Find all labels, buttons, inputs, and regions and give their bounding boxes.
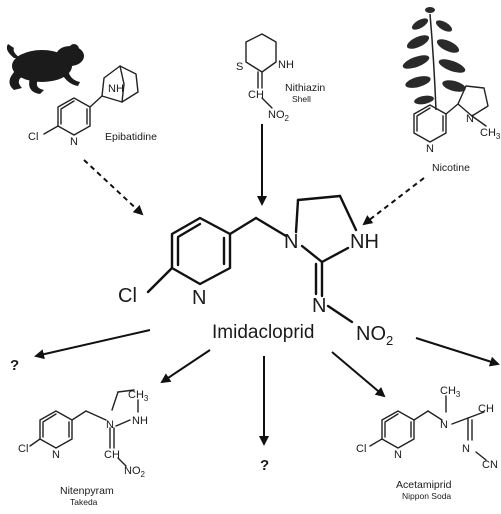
arrow-to-acetamiprid: [331, 351, 386, 398]
acetamiprid-cl-label: Cl: [356, 443, 366, 455]
imidacloprid-structure: [146, 194, 358, 324]
nicotine-npy-label: N: [426, 143, 434, 155]
acetamiprid-name: Acetamiprid: [396, 479, 452, 491]
arrow-to-left-unknown: [34, 329, 151, 360]
imidacloprid-imine-n-label: N: [312, 295, 326, 317]
imidacloprid-cl-label: Cl: [118, 285, 137, 307]
imidacloprid-n1-label: N: [284, 231, 298, 253]
left-unknown-label: ?: [10, 357, 19, 374]
tobacco-plant-icon: [402, 7, 466, 111]
nicotine-structure: [413, 85, 489, 143]
epibatidine-cl-label: Cl: [28, 131, 38, 143]
nicotine-name: Nicotine: [432, 162, 470, 174]
nithiazin-no2-label: NO2: [268, 109, 290, 123]
imidacloprid-no2-label: NO2: [356, 323, 393, 348]
epibatidine-n-label: N: [70, 136, 78, 148]
acetamiprid-company: Nippon Soda: [402, 491, 451, 501]
acetamiprid-n-label: N: [440, 419, 448, 431]
arrow-to-nitenpyram: [160, 349, 211, 384]
imidacloprid-nh-label: NH: [350, 231, 379, 253]
nitenpyram-n-label: N: [106, 419, 114, 431]
acetamiprid-structure: [369, 395, 487, 461]
nitenpyram-npy-label: N: [52, 449, 60, 461]
acetamiprid-npy-label: N: [394, 449, 402, 461]
arrow-to-right-offpage: [415, 337, 500, 367]
nitenpyram-no2-label: NO2: [124, 465, 146, 479]
imidacloprid-npy-label: N: [192, 287, 206, 309]
acetamiprid-cn-label: CN: [482, 459, 498, 471]
acetamiprid-ch3b-label: CH: [478, 403, 494, 415]
nitenpyram-company: Takeda: [70, 497, 98, 507]
bottom-unknown-label: ?: [260, 457, 269, 474]
nitenpyram-ch-label: CH: [104, 449, 120, 461]
nitenpyram-ch3-label: CH3: [128, 389, 149, 403]
nithiazin-structure: [245, 33, 277, 109]
frog-icon: [6, 44, 84, 94]
epibatidine-nh-label: NH: [108, 83, 124, 95]
acetamiprid-ch3a-label: CH3: [440, 385, 461, 399]
nitenpyram-structure: [29, 389, 139, 467]
imidacloprid-name: Imidacloprid: [212, 322, 314, 343]
nicotine-npyr-label: N: [466, 113, 474, 125]
arrow-nicotine-to-imidacloprid: [362, 177, 425, 226]
arrow-epibatidine-to-imidacloprid: [83, 159, 144, 216]
nithiazin-s-label: S: [236, 61, 243, 73]
nitenpyram-nh-label: NH: [132, 415, 148, 427]
nithiazin-company: Shell: [292, 94, 311, 104]
nicotine-ch3-label: CH3: [480, 127, 501, 141]
nithiazin-ch-label: CH: [248, 89, 264, 101]
epibatidine-structure: [43, 65, 139, 136]
nitenpyram-cl-label: Cl: [18, 443, 28, 455]
nithiazin-nh-label: NH: [278, 59, 294, 71]
nithiazin-name: Nithiazin: [285, 82, 325, 94]
epibatidine-name: Epibatidine: [105, 131, 157, 143]
acetamiprid-n3-label: N: [462, 443, 470, 455]
nitenpyram-name: Nitenpyram: [60, 485, 114, 497]
